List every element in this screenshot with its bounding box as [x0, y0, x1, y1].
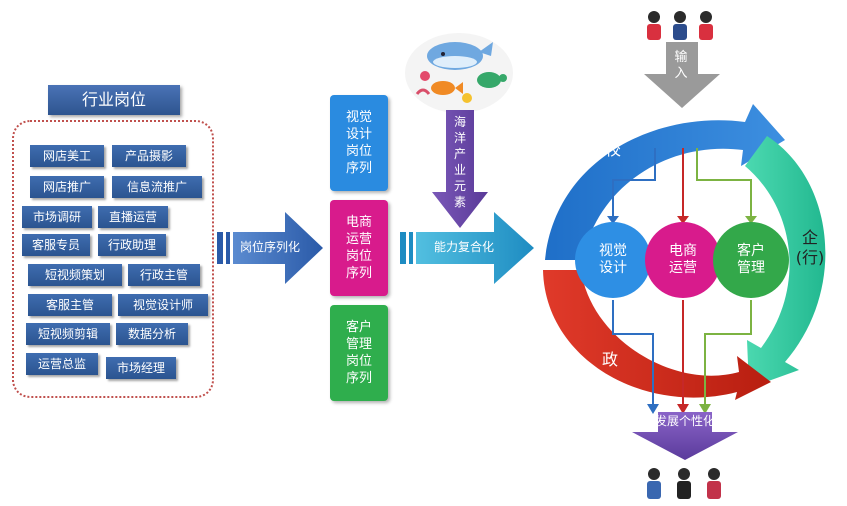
- position-tag: 短视频剪辑: [26, 323, 110, 345]
- circle-visual-label: 视觉设计: [599, 243, 627, 276]
- position-tag: 视觉设计师: [118, 294, 208, 316]
- seq-ecommerce: 电商运营岗位序列: [330, 200, 388, 296]
- circle-visual-design: 视觉设计: [575, 222, 651, 298]
- position-tag: 直播运营: [98, 206, 168, 228]
- industry-positions-title: 行业岗位: [48, 85, 180, 115]
- position-tag: 客服专员: [22, 234, 90, 256]
- ocean-creatures-icon: [405, 33, 513, 113]
- position-tag: 短视频策划: [28, 264, 122, 286]
- school-label: 校: [605, 140, 622, 159]
- input-arrow: [644, 42, 720, 108]
- position-tag: 数据分析: [116, 323, 188, 345]
- position-tag: 客服主管: [28, 294, 112, 316]
- circle-ecommerce: 电商运营: [645, 222, 721, 298]
- circle-customer-label: 客户管理: [737, 243, 765, 276]
- position-tag: 行政主管: [128, 264, 200, 286]
- position-tag: 信息流推广: [112, 176, 202, 198]
- seq-customer-label: 客户管理岗位序列: [345, 320, 372, 386]
- position-tag: 网店推广: [30, 176, 104, 198]
- position-tag: 运营总监: [26, 353, 98, 375]
- cycle-diagram: [543, 104, 826, 414]
- students-icon: [647, 11, 713, 40]
- position-tag: 市场经理: [106, 357, 176, 379]
- input-label: 输入: [674, 50, 688, 81]
- seq-visual-label: 视觉设计岗位序列: [345, 110, 372, 176]
- seq-ecommerce-label: 电商运营岗位序列: [345, 215, 372, 281]
- circle-customer: 客户管理: [713, 222, 789, 298]
- composite-label: 能力复合化: [434, 240, 495, 254]
- position-tag: 产品摄影: [112, 145, 186, 167]
- output-label: 发展个性化: [655, 414, 716, 428]
- composite-arrow: [400, 212, 534, 284]
- ocean-arrow: [432, 110, 488, 228]
- enterprise-label: 企(行): [795, 228, 825, 267]
- position-tag: 行政助理: [98, 234, 166, 256]
- ocean-label: 海洋产业元素: [453, 115, 466, 209]
- position-tag: 网店美工: [30, 145, 104, 167]
- position-tag: 市场调研: [22, 206, 92, 228]
- output-arrow: [632, 412, 738, 460]
- seq-customer: 客户管理岗位序列: [330, 305, 388, 401]
- seq-visual-design: 视觉设计岗位序列: [330, 95, 388, 191]
- serialize-label: 岗位序列化: [240, 240, 301, 254]
- graduates-icon: [647, 468, 721, 499]
- serialize-arrow: [217, 212, 323, 284]
- circle-ecommerce-label: 电商运营: [669, 243, 697, 276]
- positions-frame: [12, 120, 214, 398]
- government-label: 政: [602, 350, 619, 369]
